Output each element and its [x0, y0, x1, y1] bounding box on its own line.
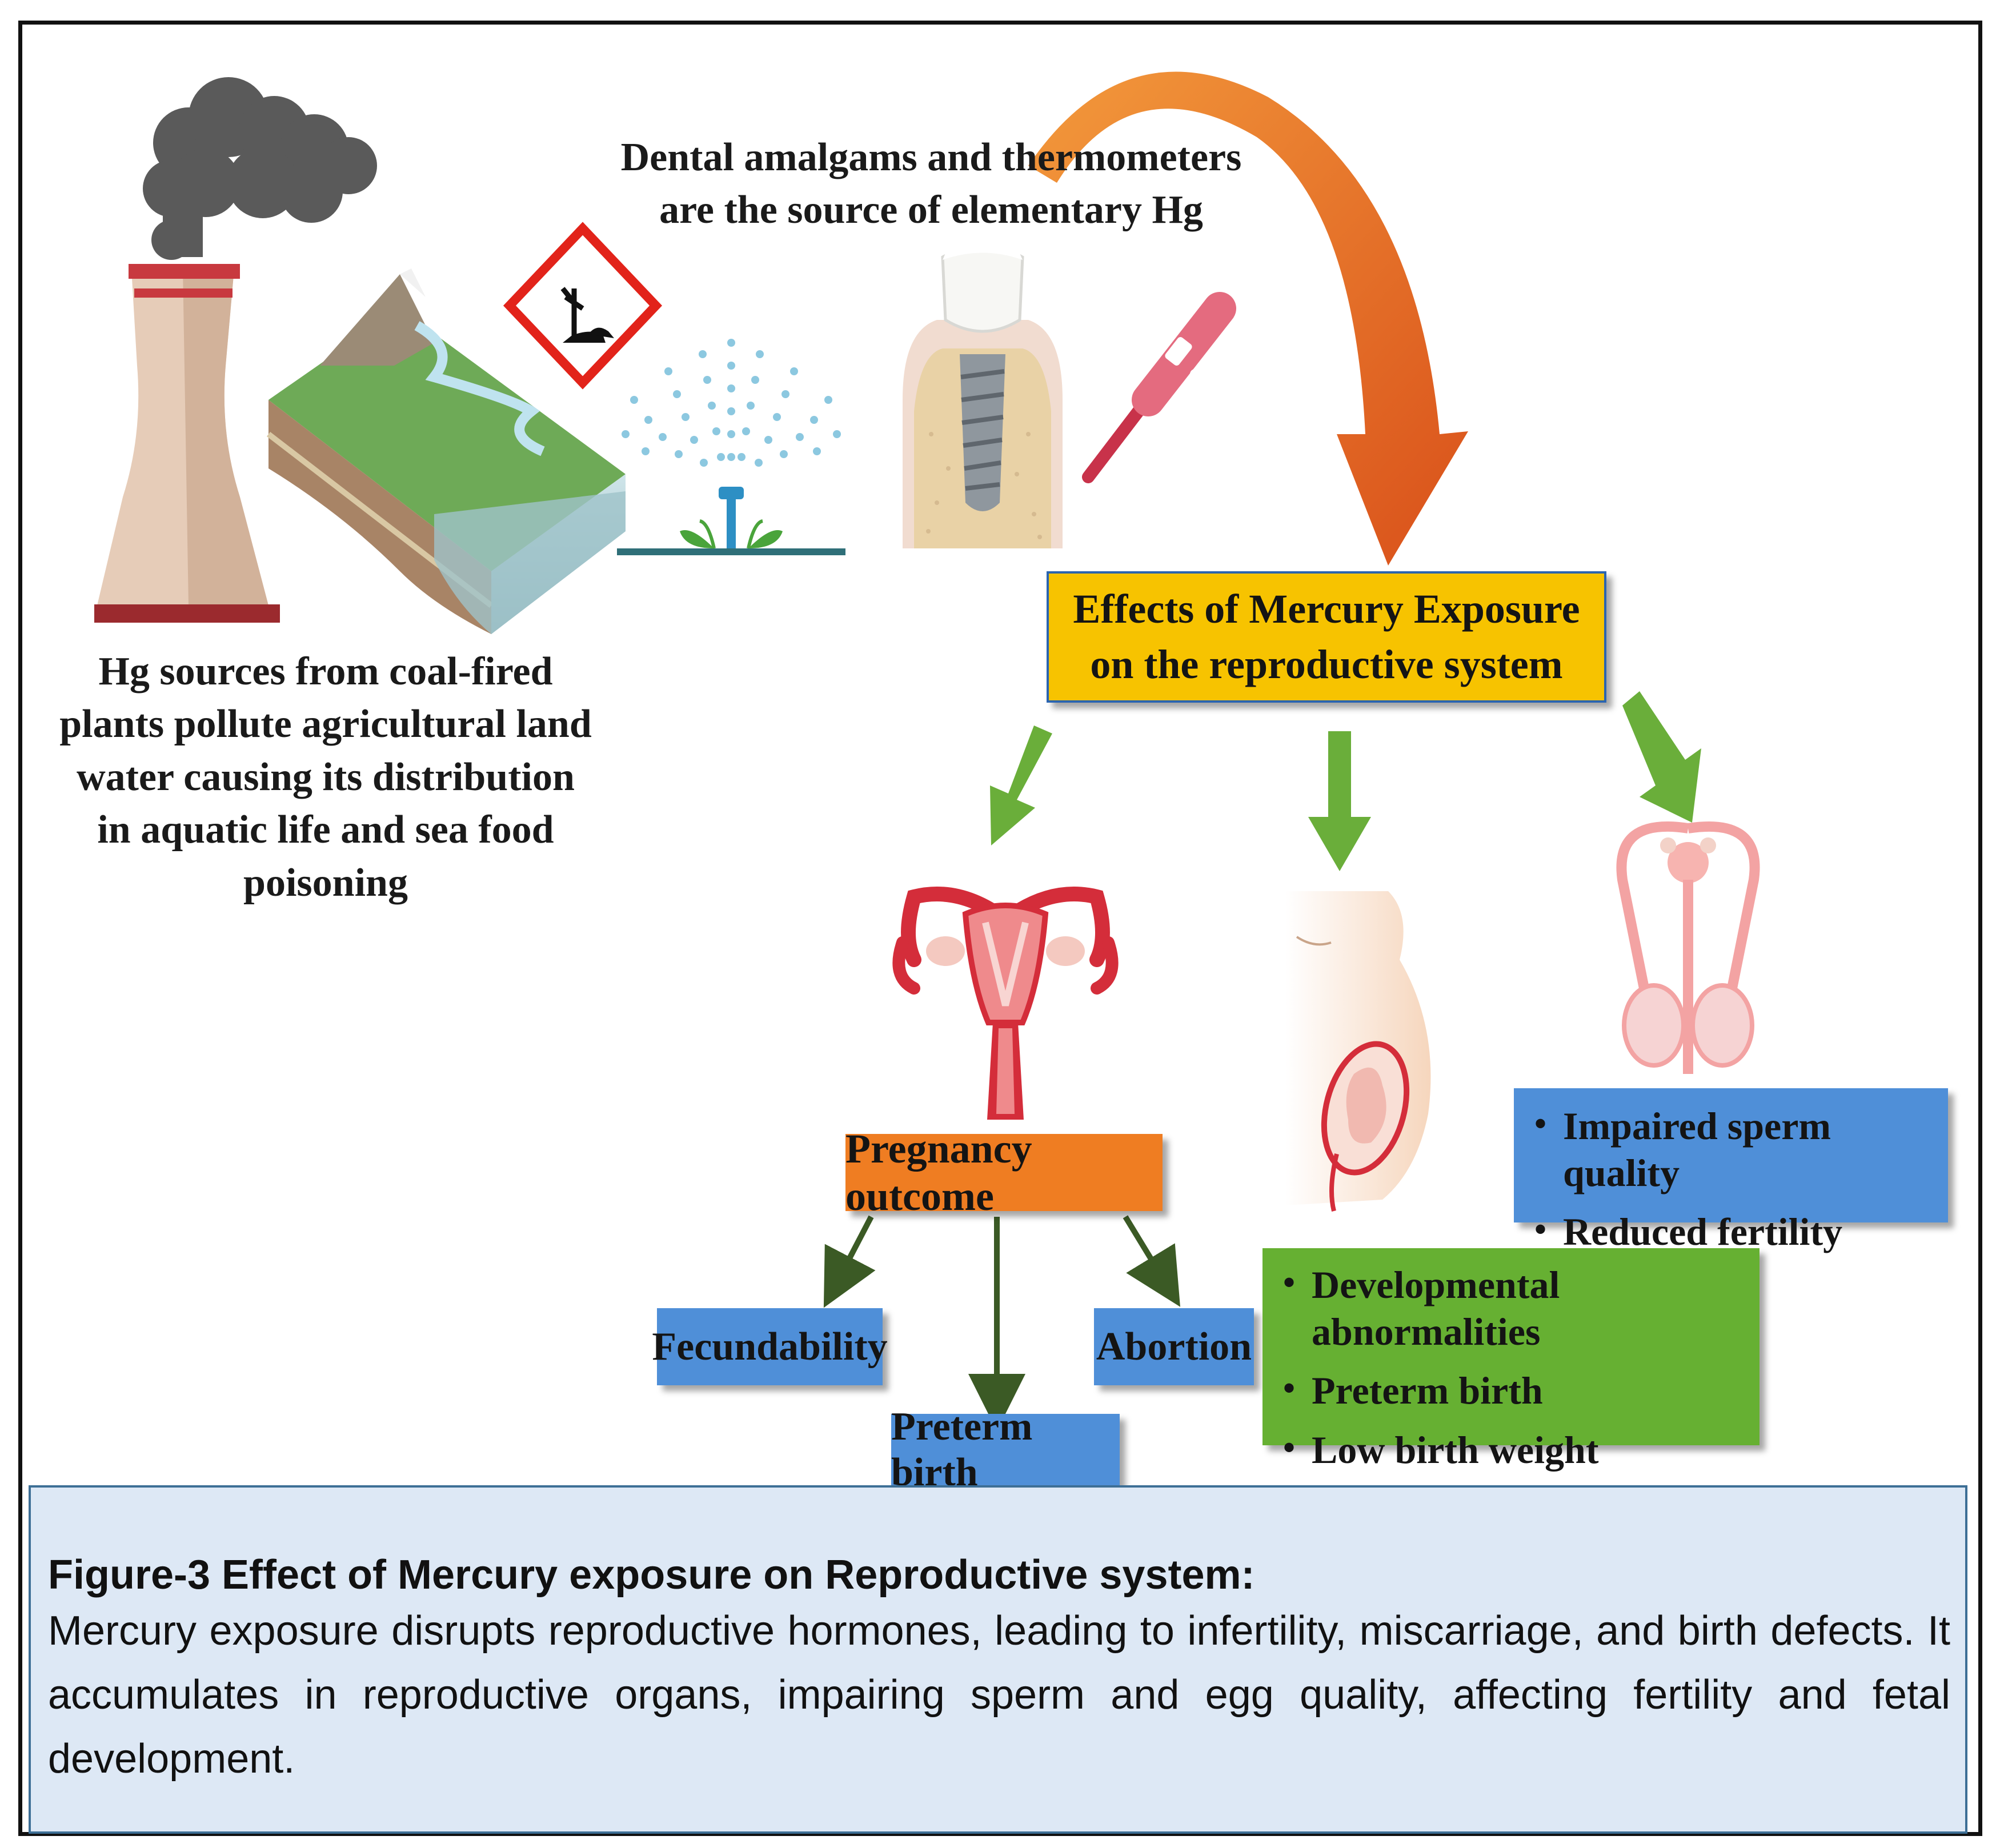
main-effect-box: Effects of Mercury Exposure on the repro… — [1047, 571, 1606, 703]
fetal-effects-box: Developmental abnormalities Preterm birt… — [1262, 1248, 1759, 1472]
pregnancy-outcome-box: Pregnancy outcome — [845, 1126, 1163, 1219]
fetal-effect-item: Developmental abnormalities — [1277, 1262, 1742, 1355]
female-reproductive-icon — [892, 887, 1119, 1120]
smoke-cloud — [143, 77, 377, 260]
male-effect-item: Impaired sperm quality — [1529, 1103, 1931, 1196]
preterm-birth-box: Preterm birth — [891, 1405, 1120, 1494]
caption-title: Figure-3 Effect of Mercury exposure on R… — [48, 1552, 1255, 1598]
male-reproductive-icon — [1616, 821, 1760, 1074]
pregnant-abdomen-icon — [1285, 891, 1431, 1212]
curved-arrow — [1028, 71, 1468, 566]
male-effects-box: Impaired sperm quality Reduced fertility — [1514, 1088, 1948, 1253]
figure-caption: Figure-3 Effect of Mercury exposure on R… — [29, 1485, 1967, 1834]
caption-body: Mercury exposure disrupts reproductive h… — [48, 1608, 1950, 1782]
pregnancy-arrows — [823, 1215, 1180, 1431]
factory-icon — [94, 77, 377, 623]
green-arrows — [990, 691, 1701, 871]
male-effect-item: Reduced fertility — [1529, 1209, 1931, 1256]
environmental-hazard-icon — [503, 222, 663, 390]
coal-sources-label: Hg sources from coal-fired plants pollut… — [59, 650, 592, 905]
dental-implant-icon — [903, 232, 1063, 548]
thermometer-icon — [1082, 292, 1236, 483]
abortion-box: Abortion — [1094, 1308, 1254, 1385]
fetal-effect-item: Low birth weight — [1277, 1427, 1742, 1474]
sprinkler-icon — [617, 339, 845, 555]
land-water-icon — [266, 268, 626, 634]
dental-sources-label: Dental amalgams and thermometers are the… — [620, 135, 1242, 232]
fecundability-box: Fecundability — [652, 1308, 888, 1385]
fetal-effect-item: Preterm birth — [1277, 1368, 1742, 1414]
